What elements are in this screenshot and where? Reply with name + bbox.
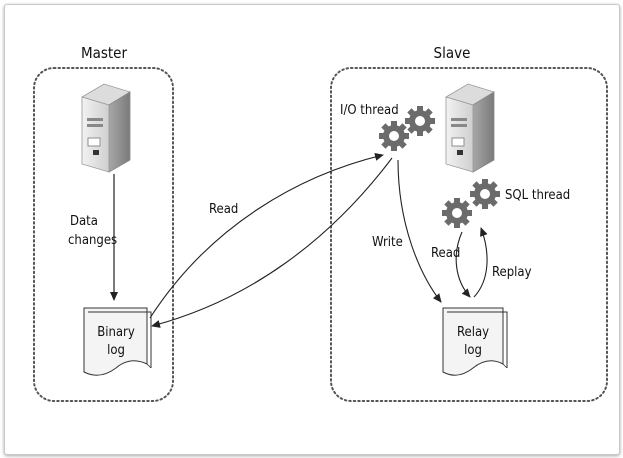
replay-label: Replay [492,265,532,280]
master-title: Master [81,44,128,62]
diagram-frame [4,4,620,455]
binary-log-label-line1: Binary [97,325,135,340]
relay-log-label-line1: Relay [457,325,489,340]
sql-read-label: Read [431,246,460,261]
read-master-label: Read [209,202,238,217]
read-response-arrow [151,157,393,328]
write-label: Write [372,235,403,250]
master-server-icon [81,83,131,173]
sql-thread-label: SQL thread [505,188,570,203]
binary-log-document: Binary log [83,307,152,376]
read-request-arrow [149,152,384,319]
data-changes-label-line1: Data [70,214,98,229]
slave-server-icon [445,83,495,173]
slave-box [330,67,608,402]
write-arrow [397,159,442,303]
slave-title: Slave [434,44,471,62]
sql-read-arrow [455,231,471,298]
master-box [33,67,174,402]
relay-log-label-line2: log [464,343,482,358]
io-thread-label: I/O thread [340,103,399,118]
relay-log-document: Relay log [442,307,508,376]
replay-arrow [473,227,488,298]
sql-thread-gears-icon [442,179,500,228]
data-changes-label-line2: changes [68,233,117,248]
binary-log-label-line2: log [107,343,125,358]
